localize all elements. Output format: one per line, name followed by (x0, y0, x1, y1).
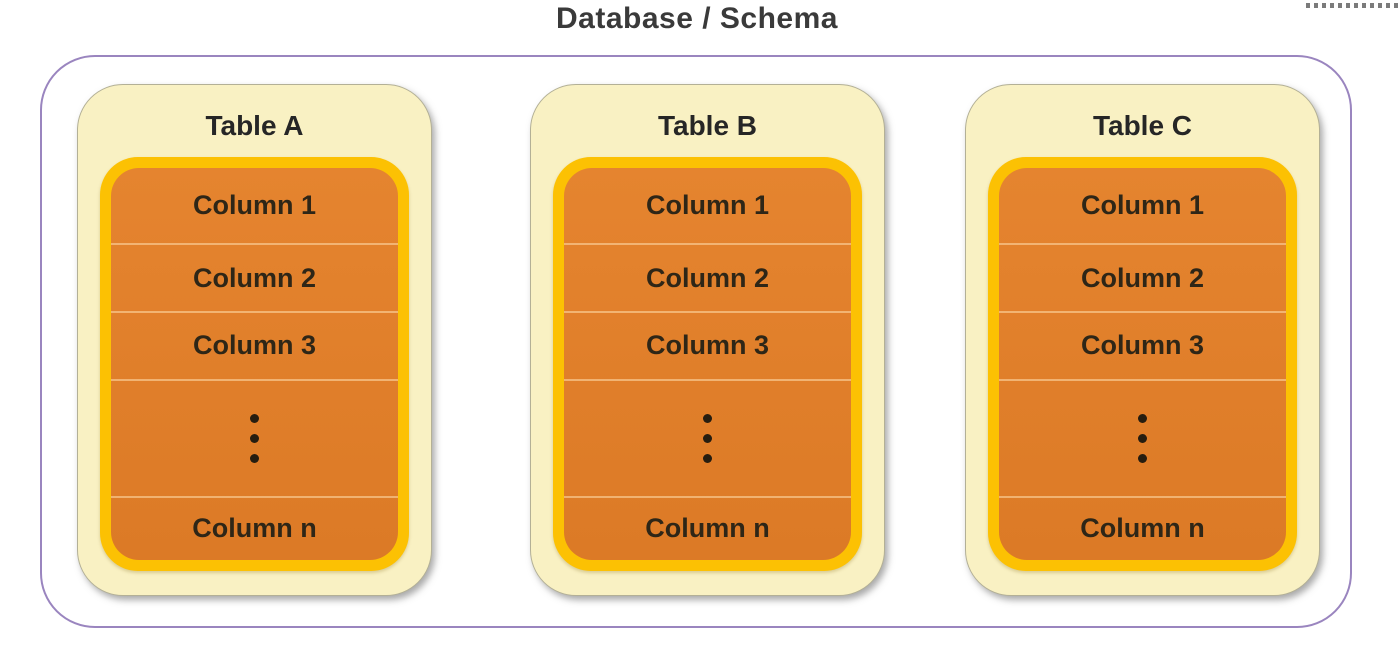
table-card-b: Table B Column 1 Column 2 Column 3 Colum… (530, 84, 885, 596)
table-row: Column n (111, 495, 398, 560)
table-card-c: Table C Column 1 Column 2 Column 3 Colum… (965, 84, 1320, 596)
table-row: Column 1 (645, 190, 769, 221)
page-title: Database / Schema (556, 2, 838, 35)
vertical-ellipsis-icon (1138, 413, 1147, 463)
table-row: Column 2 (999, 243, 1286, 311)
table-c-body: Column 1 Column 2 Column 3 Column n (988, 157, 1297, 571)
table-row: Column 1 (1080, 190, 1204, 221)
table-row-ellipsis (111, 378, 398, 496)
vertical-ellipsis-icon (250, 413, 259, 463)
table-row: Column 3 (111, 311, 398, 379)
table-row: Column n (999, 495, 1286, 560)
table-row-ellipsis (564, 378, 851, 496)
table-row-ellipsis (999, 378, 1286, 496)
table-row: Column 2 (111, 243, 398, 311)
vertical-ellipsis-icon (703, 413, 712, 463)
table-row: Column n (564, 495, 851, 560)
table-row: Column 3 (999, 311, 1286, 379)
table-b-body: Column 1 Column 2 Column 3 Column n (553, 157, 862, 571)
table-row: Column 3 (564, 311, 851, 379)
table-a-body: Column 1 Column 2 Column 3 Column n (100, 157, 409, 571)
table-b-title: Table B (657, 110, 758, 141)
table-row: Column 1 (192, 190, 316, 221)
table-c-rows: Column 1 Column 2 Column 3 Column n (999, 168, 1286, 560)
dotted-line-icon (1306, 3, 1398, 8)
table-c-title: Table C (1092, 110, 1193, 141)
table-row: Column 2 (564, 243, 851, 311)
table-card-a: Table A Column 1 Column 2 Column 3 Colum… (77, 84, 432, 596)
database-schema-container: Table A Column 1 Column 2 Column 3 Colum… (40, 55, 1352, 628)
table-b-rows: Column 1 Column 2 Column 3 Column n (564, 168, 851, 560)
table-a-title: Table A (205, 110, 304, 141)
table-a-rows: Column 1 Column 2 Column 3 Column n (111, 168, 398, 560)
